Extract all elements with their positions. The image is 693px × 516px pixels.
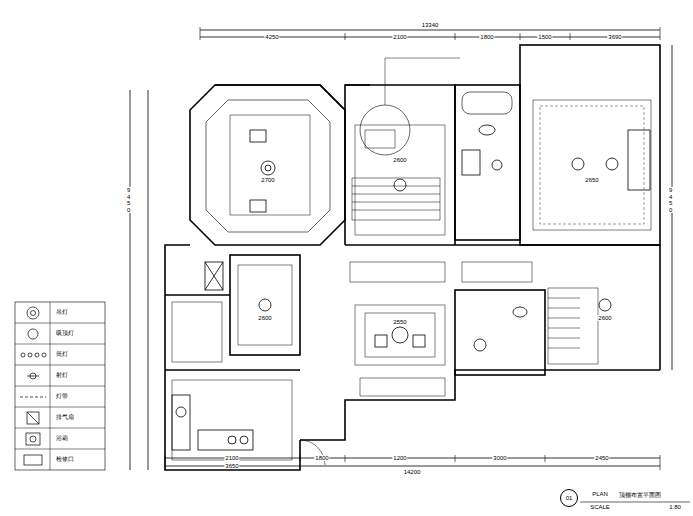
- dimension-text: 2450: [594, 455, 609, 461]
- legend-symbol: [18, 431, 48, 447]
- dimension-text: 1800: [314, 455, 329, 461]
- dimension-text: 4250: [264, 34, 279, 40]
- legend-symbol: [18, 389, 48, 405]
- dimension-text: 2600: [597, 315, 612, 321]
- title-text: 1:80: [668, 504, 682, 510]
- legend-symbol: [18, 452, 48, 468]
- legend-symbol: [18, 305, 48, 321]
- dimension-text: 9450: [668, 187, 676, 213]
- legend-symbol: [18, 368, 48, 384]
- node-text: 01: [566, 495, 573, 501]
- dimension-text: 9450: [126, 187, 134, 213]
- dimension-text: 2100: [224, 455, 239, 461]
- legend-text: 射灯: [56, 373, 68, 379]
- title-circle: 01: [560, 489, 578, 507]
- legend-text: 浴霸: [56, 436, 68, 442]
- legend-text: 吊灯: [56, 310, 68, 316]
- dimension-text: 13340: [421, 22, 440, 28]
- dimension-text: 3690: [607, 34, 622, 40]
- dimension-text: 1200: [392, 455, 407, 461]
- dimension-text: 1500: [537, 34, 552, 40]
- drawing-caption: 顶棚布置平面图: [618, 492, 662, 498]
- title-text: PLAN: [591, 491, 609, 497]
- dimension-text: 2600: [257, 315, 272, 321]
- legend-text: 筒灯: [56, 352, 68, 358]
- dimension-text: 1800: [479, 34, 494, 40]
- legend-text: 吸顶灯: [56, 331, 74, 337]
- dimension-text: 2550: [392, 319, 407, 325]
- dimension-text: 14200: [403, 469, 422, 475]
- dimension-text: 2700: [260, 177, 275, 183]
- legend-symbol: [18, 347, 48, 363]
- dimension-text: 2600: [392, 157, 407, 163]
- legend-text: 灯带: [56, 394, 68, 400]
- legend-text: 排气扇: [56, 415, 74, 421]
- dimension-text: 2650: [584, 177, 599, 183]
- legend-symbol: [18, 326, 48, 342]
- legend-text: 检修口: [56, 457, 74, 463]
- dimension-text: 3650: [224, 463, 239, 469]
- title-text: SCALE: [589, 504, 611, 510]
- legend-symbol: [18, 410, 48, 426]
- dimension-text: 2100: [392, 34, 407, 40]
- dimension-text: 3000: [492, 455, 507, 461]
